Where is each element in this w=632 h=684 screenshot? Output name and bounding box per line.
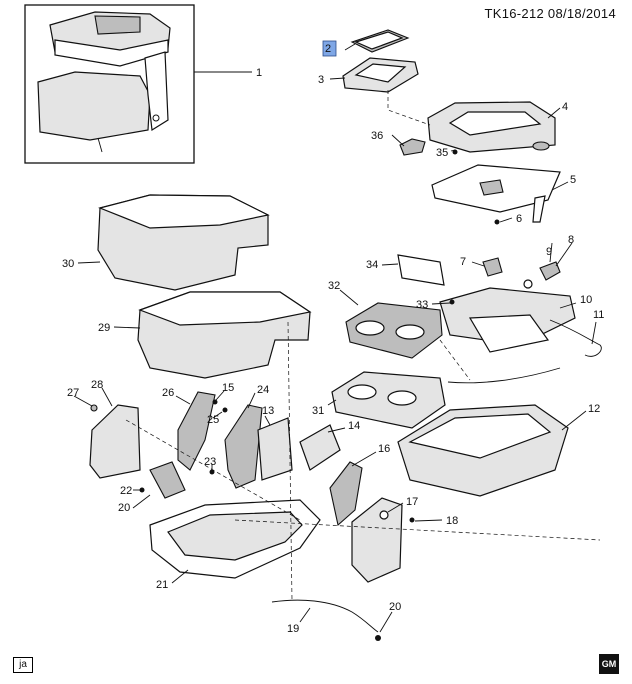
callout-21: 21 [156, 579, 168, 591]
callout-19: 19 [287, 623, 299, 635]
callout-17: 17 [406, 496, 418, 508]
callout-15: 15 [222, 382, 234, 394]
callout-14: 14 [348, 420, 360, 432]
callout-labels: 1 2 3 4 5 6 7 8 9 10 11 12 13 14 15 16 1… [62, 43, 604, 635]
callout-31: 31 [312, 405, 324, 417]
callout-3: 3 [318, 74, 324, 86]
diagram-code: TK16-212 08/18/2014 [484, 6, 616, 21]
callout-30: 30 [62, 258, 74, 270]
callout-34: 34 [366, 259, 378, 271]
gm-logo-icon: GM [599, 654, 619, 674]
callout-7: 7 [460, 256, 466, 268]
callout-20-upper: 20 [118, 502, 130, 514]
callout-24: 24 [257, 384, 269, 396]
callout-18: 18 [446, 515, 458, 527]
callout-22: 22 [120, 485, 132, 497]
callout-1: 1 [256, 67, 262, 79]
callout-33: 33 [416, 299, 428, 311]
callout-16: 16 [378, 443, 390, 455]
callout-4: 4 [562, 101, 568, 113]
callout-13: 13 [262, 405, 274, 417]
callout-36: 36 [371, 130, 383, 142]
callout-2: 2 [325, 43, 331, 55]
callout-20-lower: 20 [389, 601, 401, 613]
callout-25: 25 [207, 414, 219, 426]
callout-26: 26 [162, 387, 174, 399]
callout-5: 5 [570, 174, 576, 186]
callout-11: 11 [593, 309, 604, 321]
callout-27: 27 [67, 387, 79, 399]
callout-6: 6 [516, 213, 522, 225]
language-badge: ja [13, 657, 33, 673]
assembled-console-inset [24, 4, 195, 164]
callout-2-highlight [322, 40, 337, 57]
callout-9: 9 [546, 246, 552, 258]
callout-12: 12 [588, 403, 600, 415]
callout-35: 35 [436, 147, 448, 159]
callout-10: 10 [580, 294, 592, 306]
callout-8: 8 [568, 234, 574, 246]
callout-29: 29 [98, 322, 110, 334]
callout-23: 23 [204, 456, 216, 468]
callout-28: 28 [91, 379, 103, 391]
callout-32: 32 [328, 280, 340, 292]
